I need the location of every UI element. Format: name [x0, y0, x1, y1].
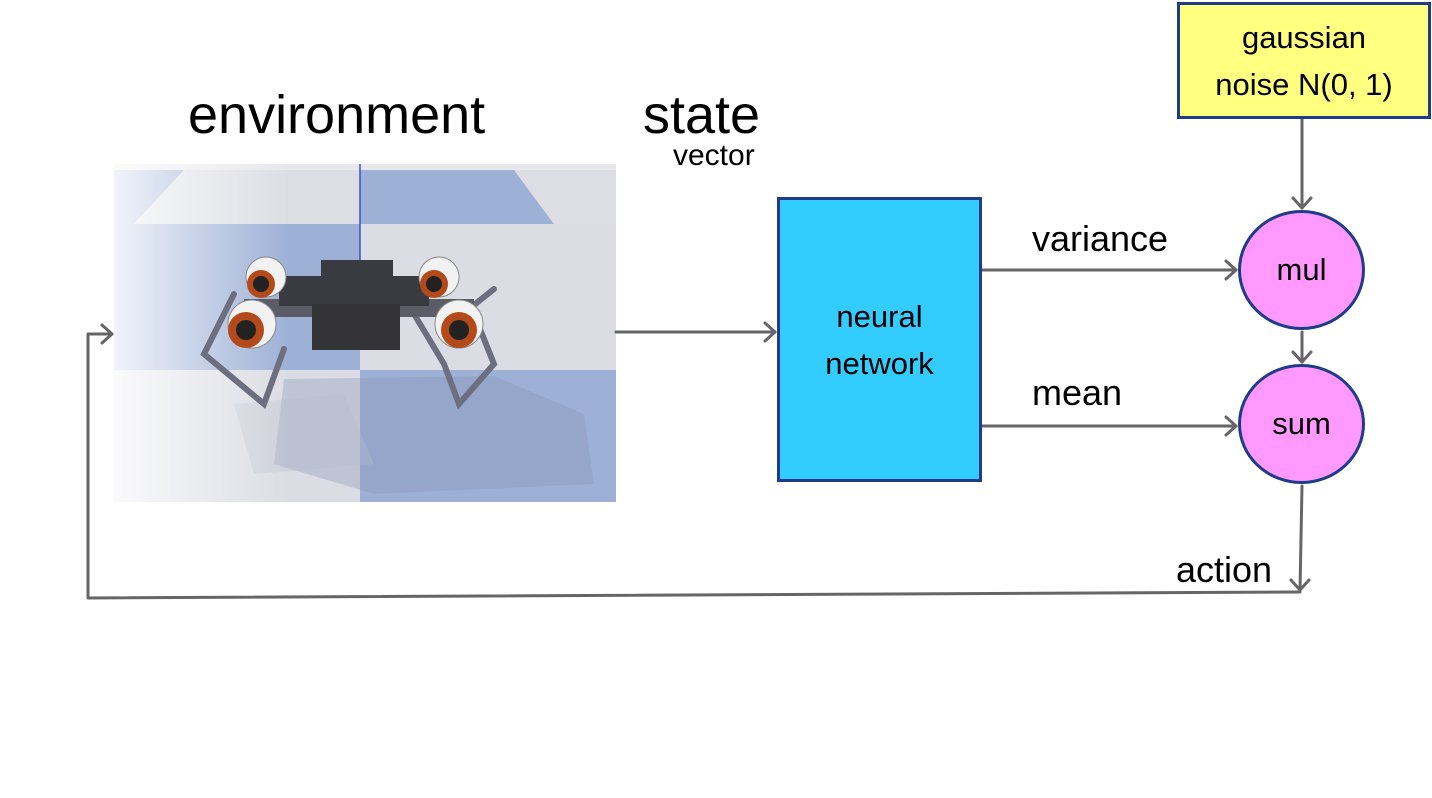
vector-subtitle: vector [673, 139, 755, 172]
neural-network-label-line2: network [825, 345, 934, 381]
mean-label: mean [1032, 372, 1123, 413]
feedback-arrow [86, 332, 1302, 600]
gaussian-noise-label-line1: gaussian [1241, 19, 1367, 55]
environment-robot-image [114, 164, 616, 502]
environment-title: environment [188, 85, 486, 145]
action-label: action [1176, 549, 1273, 590]
sum-node: sum [1238, 364, 1365, 484]
neural-network-node: neural network [777, 197, 982, 482]
gaussian-noise-node: gaussian noise N(0, 1) [1177, 2, 1431, 119]
sum-label: sum [1272, 406, 1331, 441]
action-arrow [1298, 484, 1304, 592]
neural-network-label-line1: neural [836, 298, 923, 334]
variance-label: variance [1032, 218, 1169, 259]
mul-node: mul [1238, 210, 1365, 330]
gaussian-noise-label-line2: noise N(0, 1) [1215, 66, 1393, 102]
state-title: state [643, 85, 761, 145]
mul-label: mul [1276, 252, 1327, 287]
